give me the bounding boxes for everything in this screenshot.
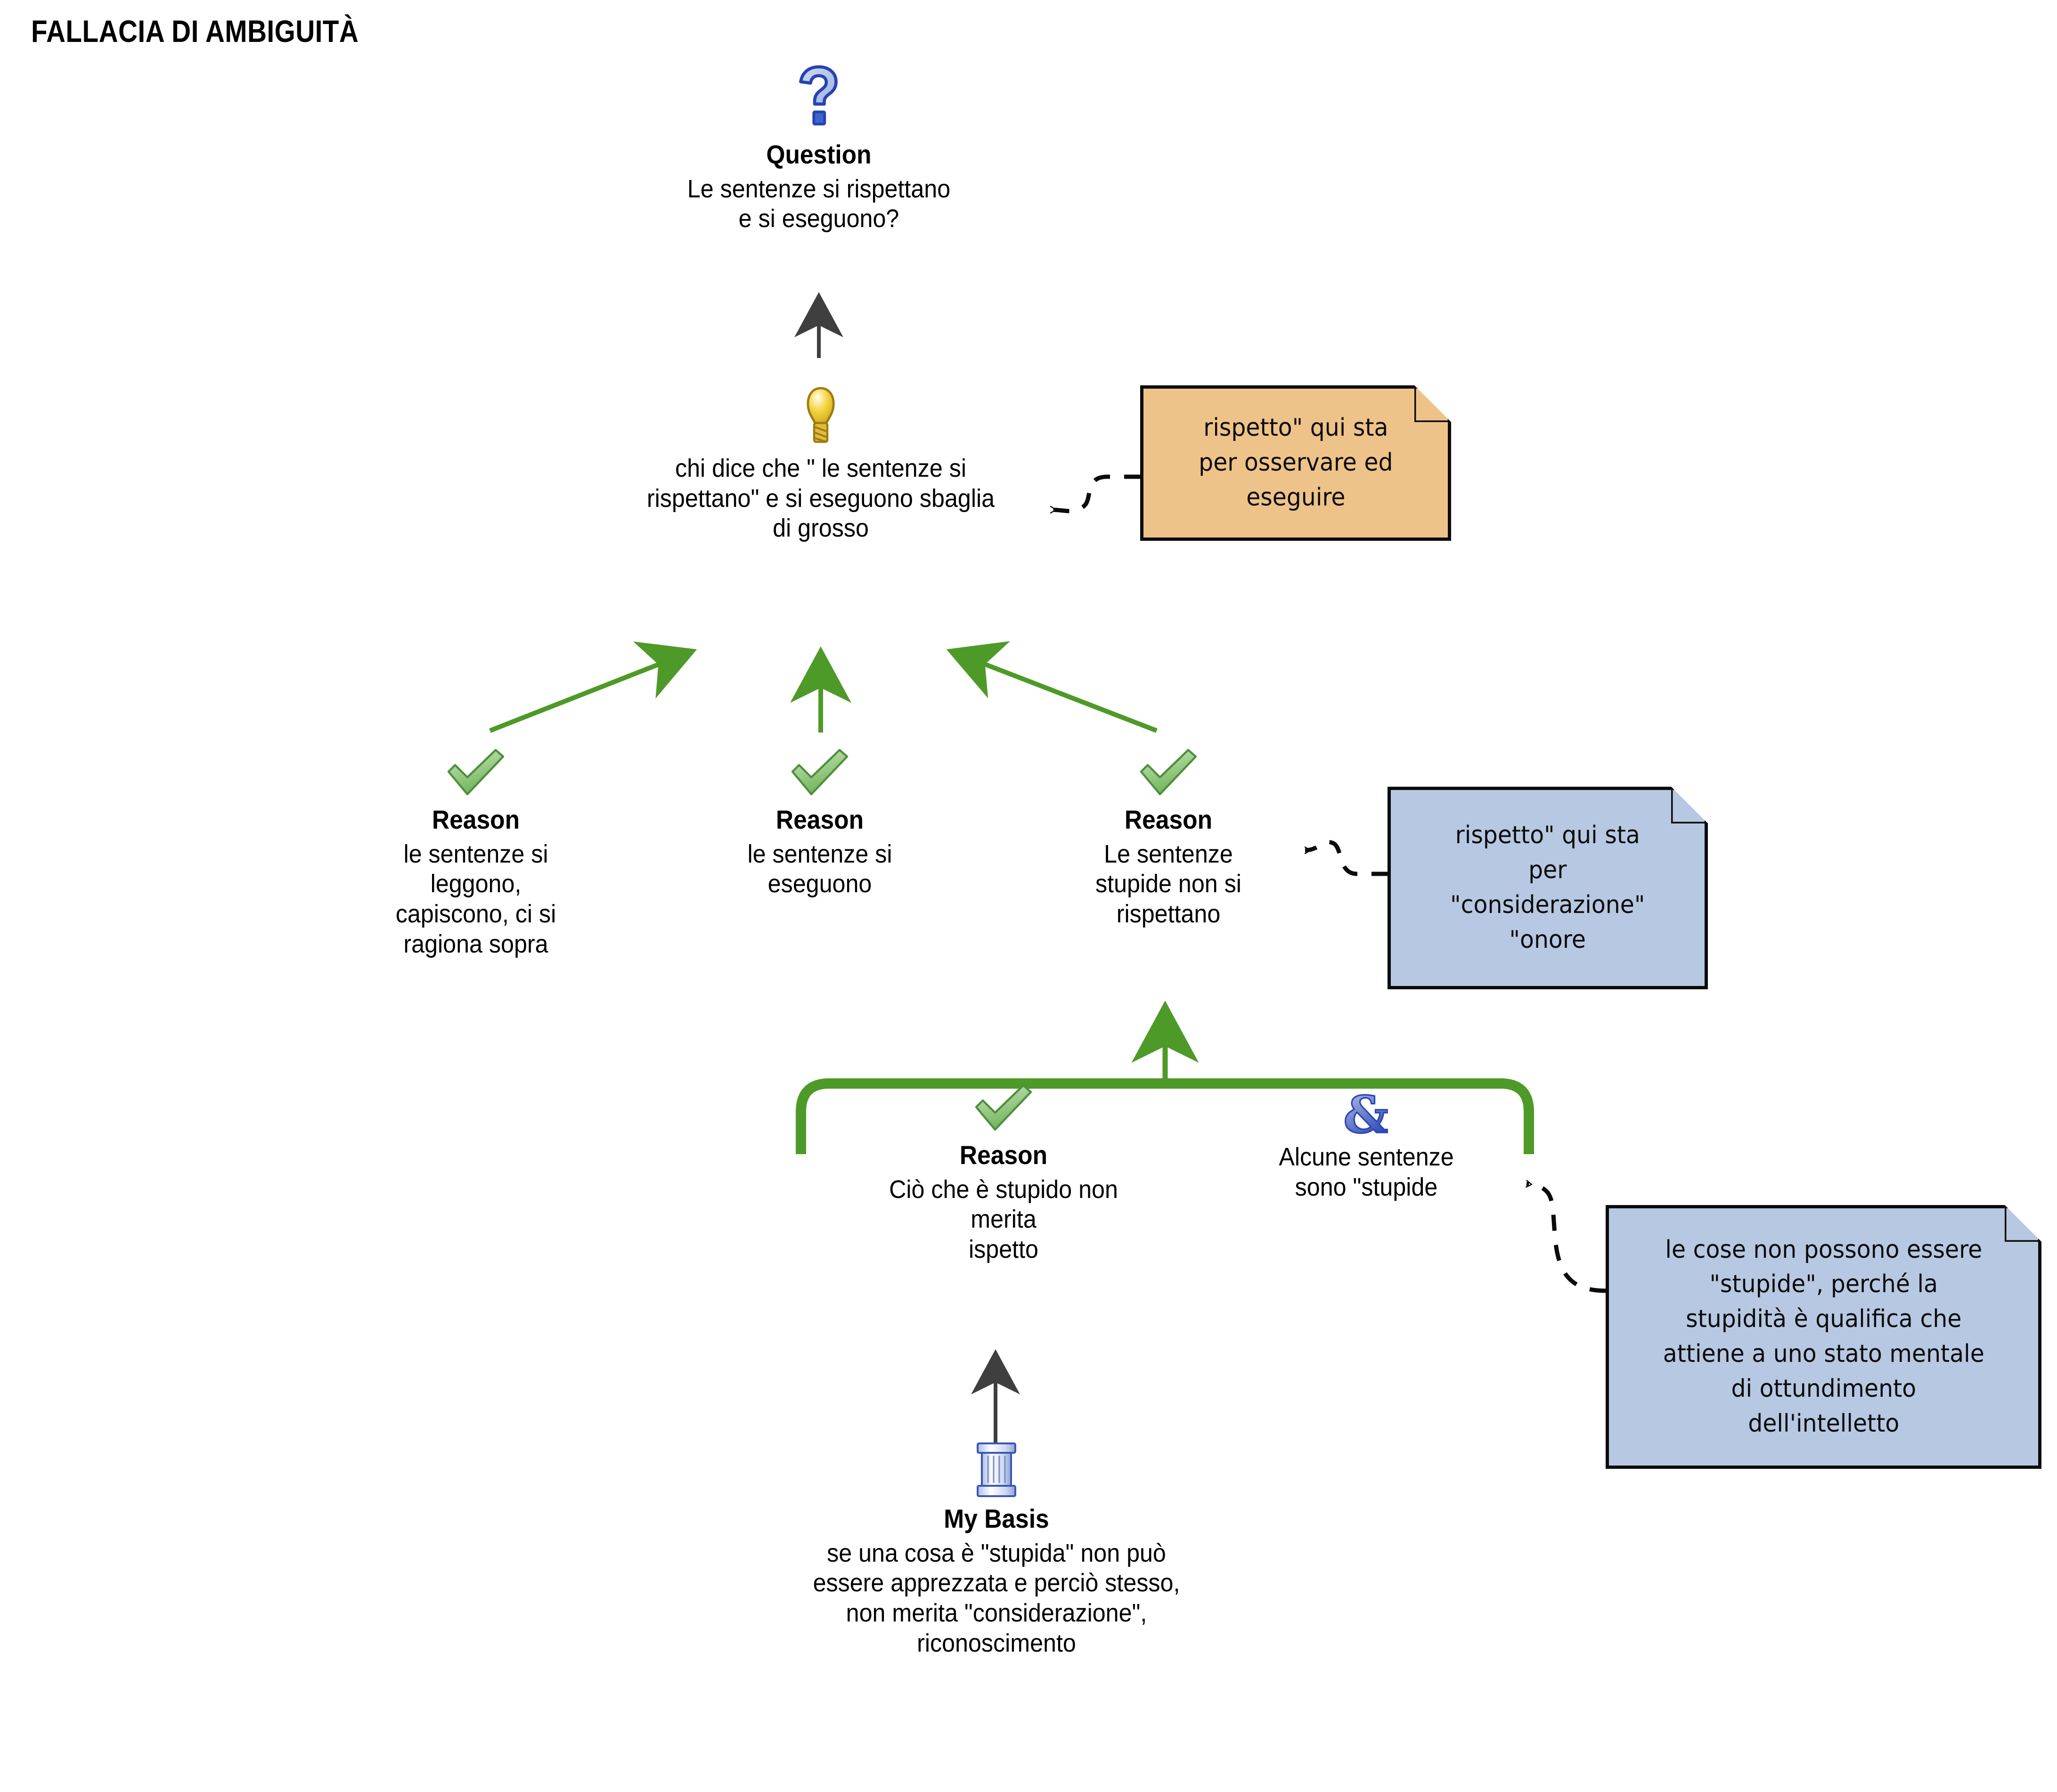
sticky-note-blue-top[interactable]: rispetto" qui sta per "considerazione" "… [1388, 787, 1708, 989]
node-text: Le sentenze si rispettano e si eseguono? [687, 174, 951, 233]
green-check-icon [674, 748, 966, 802]
svg-text:&: & [1345, 1088, 1388, 1140]
ampersand-icon: & [1220, 1084, 1512, 1145]
page-title: FALLACIA DI AMBIGUITÀ [31, 14, 359, 49]
note-text: rispetto" qui sta per osservare ed esegu… [1198, 414, 1393, 512]
folded-corner-icon [2005, 1205, 2041, 1242]
node-text: chi dice che " le sentenze si rispettano… [646, 454, 995, 543]
folded-corner-icon [1671, 787, 1708, 823]
column-icon [707, 1441, 1286, 1501]
green-check-icon [839, 1083, 1168, 1138]
node-type-label: Reason [432, 805, 520, 834]
node-reason-1[interactable]: Reason le sentenze si leggono, capiscono… [330, 748, 622, 960]
lightbulb-icon [571, 385, 1070, 454]
folded-corner-icon [1414, 385, 1451, 422]
edge-reason1-to-claim [489, 641, 697, 733]
node-claim[interactable]: chi dice che " le sentenze si rispettano… [571, 385, 1070, 544]
node-text: Ciò che è stupido non merita ispetto [889, 1175, 1118, 1264]
green-check-icon [330, 748, 622, 802]
note-text: rispetto" qui sta per "considerazione" "… [1450, 821, 1645, 954]
node-text: se una cosa è "stupida" non può essere a… [813, 1539, 1180, 1657]
node-type-label: Reason [775, 805, 864, 834]
node-type-label: My Basis [944, 1504, 1049, 1533]
edge-reason3-to-claim [946, 641, 1158, 733]
node-text: Alcune sentenze sono "stupide [1279, 1143, 1454, 1201]
node-cosupport[interactable]: & Alcune sentenze sono "stupide [1220, 1084, 1512, 1202]
question-mark-icon [654, 64, 984, 137]
sticky-note-orange[interactable]: rispetto" qui sta per osservare ed esegu… [1140, 385, 1451, 541]
green-check-icon [1022, 748, 1314, 802]
sticky-note-blue-bottom[interactable]: le cose non possono essere "stupide", pe… [1606, 1205, 2041, 1469]
connector-note-blue-top [1305, 840, 1388, 876]
node-text: Le sentenze stupide non si rispettano [1095, 839, 1241, 929]
node-type-label: Question [766, 139, 872, 169]
node-type-label: Reason [959, 1140, 1048, 1170]
connector-note-blue-bottom [1526, 1184, 1606, 1293]
node-text: le sentenze si leggono, capiscono, ci si… [395, 839, 556, 958]
node-type-label: Reason [1124, 805, 1213, 834]
node-reason-2[interactable]: Reason le sentenze si eseguono [674, 748, 966, 899]
note-text: le cose non possono essere "stupide", pe… [1663, 1235, 1984, 1438]
node-text: le sentenze si eseguono [747, 839, 892, 898]
node-reason-4[interactable]: Reason Ciò che è stupido non merita ispe… [839, 1083, 1168, 1265]
node-question[interactable]: Question Le sentenze si rispettano e si … [654, 64, 984, 234]
node-my-basis[interactable]: My Basis se una cosa è "stupida" non può… [707, 1441, 1286, 1659]
node-reason-3[interactable]: Reason Le sentenze stupide non si rispet… [1022, 748, 1314, 929]
